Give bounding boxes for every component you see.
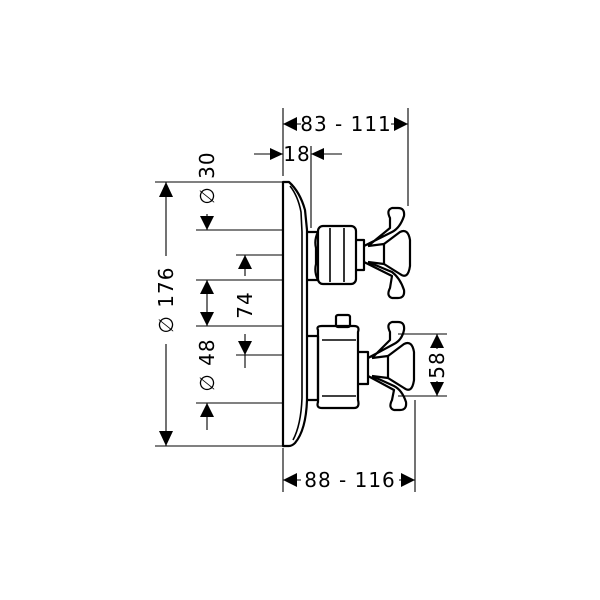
- arrow-down: [200, 312, 214, 326]
- top-valve: [307, 206, 412, 300]
- arrow-up: [200, 280, 214, 294]
- arrow-top: [430, 334, 444, 348]
- dim-label-bottom-projection: 88 - 116: [304, 468, 396, 492]
- arrow-bottom: [159, 431, 173, 446]
- arrow-down: [200, 216, 214, 230]
- bottom-valve: [307, 313, 416, 412]
- dim-plate-diameter: ∅ 176: [153, 181, 290, 447]
- arrow-left: [283, 473, 297, 487]
- dim-label-top-knob-diameter: ∅ 30: [195, 151, 219, 204]
- arrow-bottom: [430, 382, 444, 396]
- dim-label-bottom-handle-height: 58: [425, 351, 449, 378]
- arrow-top: [159, 182, 173, 197]
- arrow-top: [238, 255, 252, 269]
- arrow-bottom: [238, 341, 252, 355]
- dim-label-top-projection: 83 - 111: [300, 112, 392, 136]
- arrow-left: [270, 148, 283, 160]
- dim-top-knob-diameter: ∅ 30: [195, 151, 282, 326]
- dim-label-plate-diameter: ∅ 176: [154, 267, 178, 334]
- dim-knob-spacing: 74: [233, 254, 282, 368]
- dim-bottom-handle-height: 58: [398, 333, 449, 397]
- dim-label-knob-spacing: 74: [233, 291, 257, 318]
- dim-label-bottom-knob-diameter: ∅ 48: [195, 338, 219, 391]
- dim-stem-depth: 18: [254, 142, 342, 228]
- arrow-right: [311, 148, 324, 160]
- dim-bottom-knob-diameter: ∅ 48: [195, 312, 282, 430]
- arrow-up: [200, 403, 214, 417]
- arrow-right: [401, 473, 415, 487]
- escutcheon-plate: [281, 180, 309, 448]
- dim-top-projection: 83 - 111: [282, 108, 409, 206]
- arrow-right: [394, 117, 408, 131]
- dim-bottom-projection: 88 - 116: [282, 400, 416, 493]
- arrow-left: [283, 117, 297, 131]
- dim-label-stem-depth: 18: [283, 142, 310, 166]
